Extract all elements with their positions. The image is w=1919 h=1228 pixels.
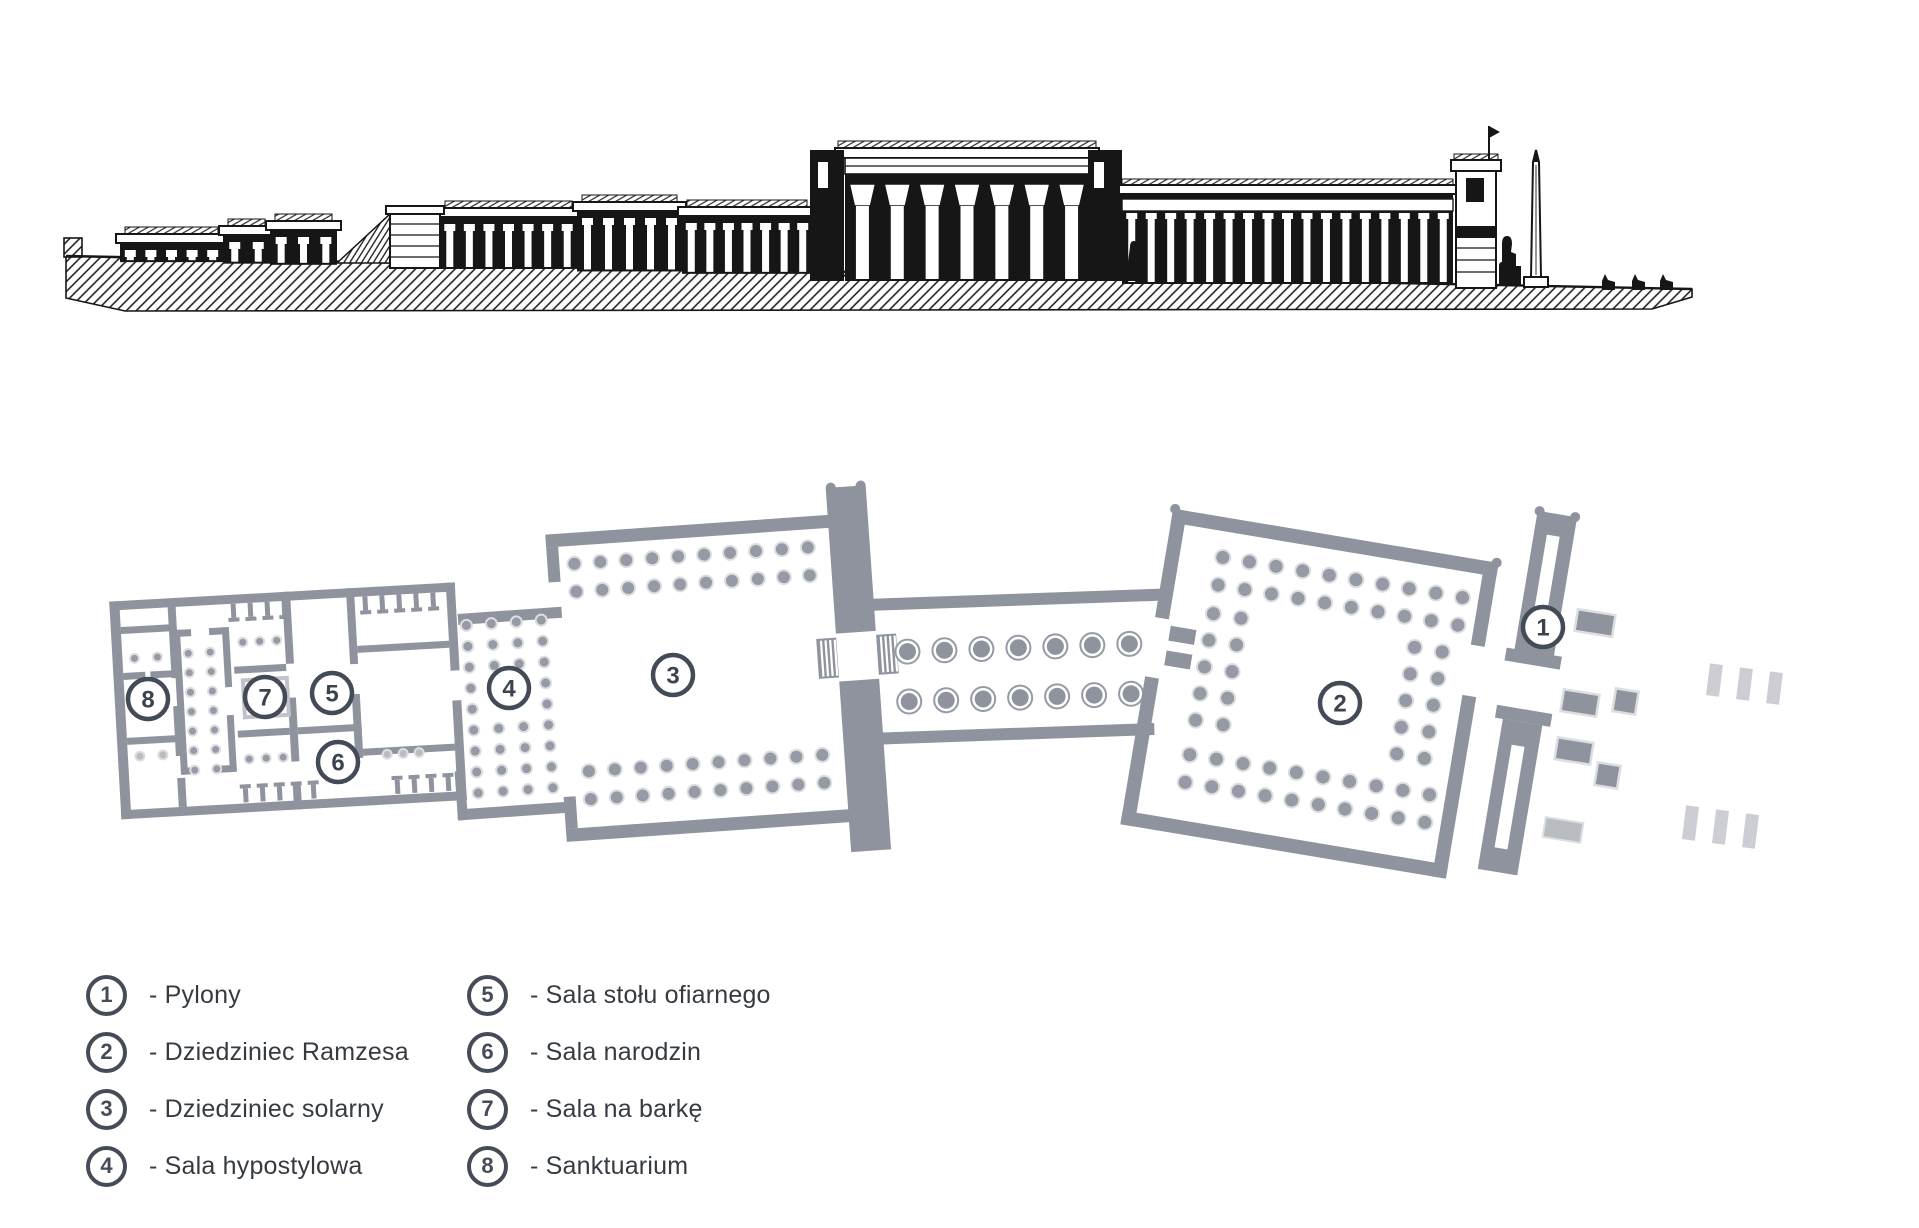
plan-marker-7: 7 (242, 674, 288, 720)
plan-marker-6: 6 (315, 739, 361, 785)
elevation-engraving (63, 126, 1693, 312)
svg-text:8: 8 (141, 687, 154, 714)
svg-text:5: 5 (325, 681, 338, 708)
plan-statues-and-sphinx-avenue (1541, 607, 1783, 849)
plan-processional-colonnade (869, 588, 1166, 745)
plan-markers: 1 2 3 4 5 6 7 (125, 604, 1566, 785)
svg-text:1: 1 (1536, 615, 1549, 642)
sphinx-figures (1602, 274, 1673, 290)
svg-text:3: 3 (666, 663, 679, 690)
colossal-statues (1128, 236, 1521, 286)
plan-marker-2: 2 (1317, 680, 1363, 726)
plan-ramses-court (1120, 503, 1502, 879)
floor-plan: 1 2 3 4 5 6 7 (109, 480, 1783, 879)
svg-text:4: 4 (502, 676, 516, 703)
plan-marker-1: 1 (1520, 604, 1566, 650)
plan-marker-3: 3 (650, 652, 696, 698)
temple-elevation-buildings (115, 126, 1502, 289)
obelisk (1523, 149, 1549, 288)
plan-marker-5: 5 (309, 670, 355, 716)
plan-hypostyle-and-sun-court (454, 480, 899, 853)
svg-text:2: 2 (1333, 691, 1346, 718)
plan-sanctuary-complex (109, 582, 467, 820)
svg-text:7: 7 (258, 685, 271, 712)
svg-text:6: 6 (331, 750, 344, 777)
plan-marker-4: 4 (486, 665, 532, 711)
plan-marker-8: 8 (125, 676, 171, 722)
